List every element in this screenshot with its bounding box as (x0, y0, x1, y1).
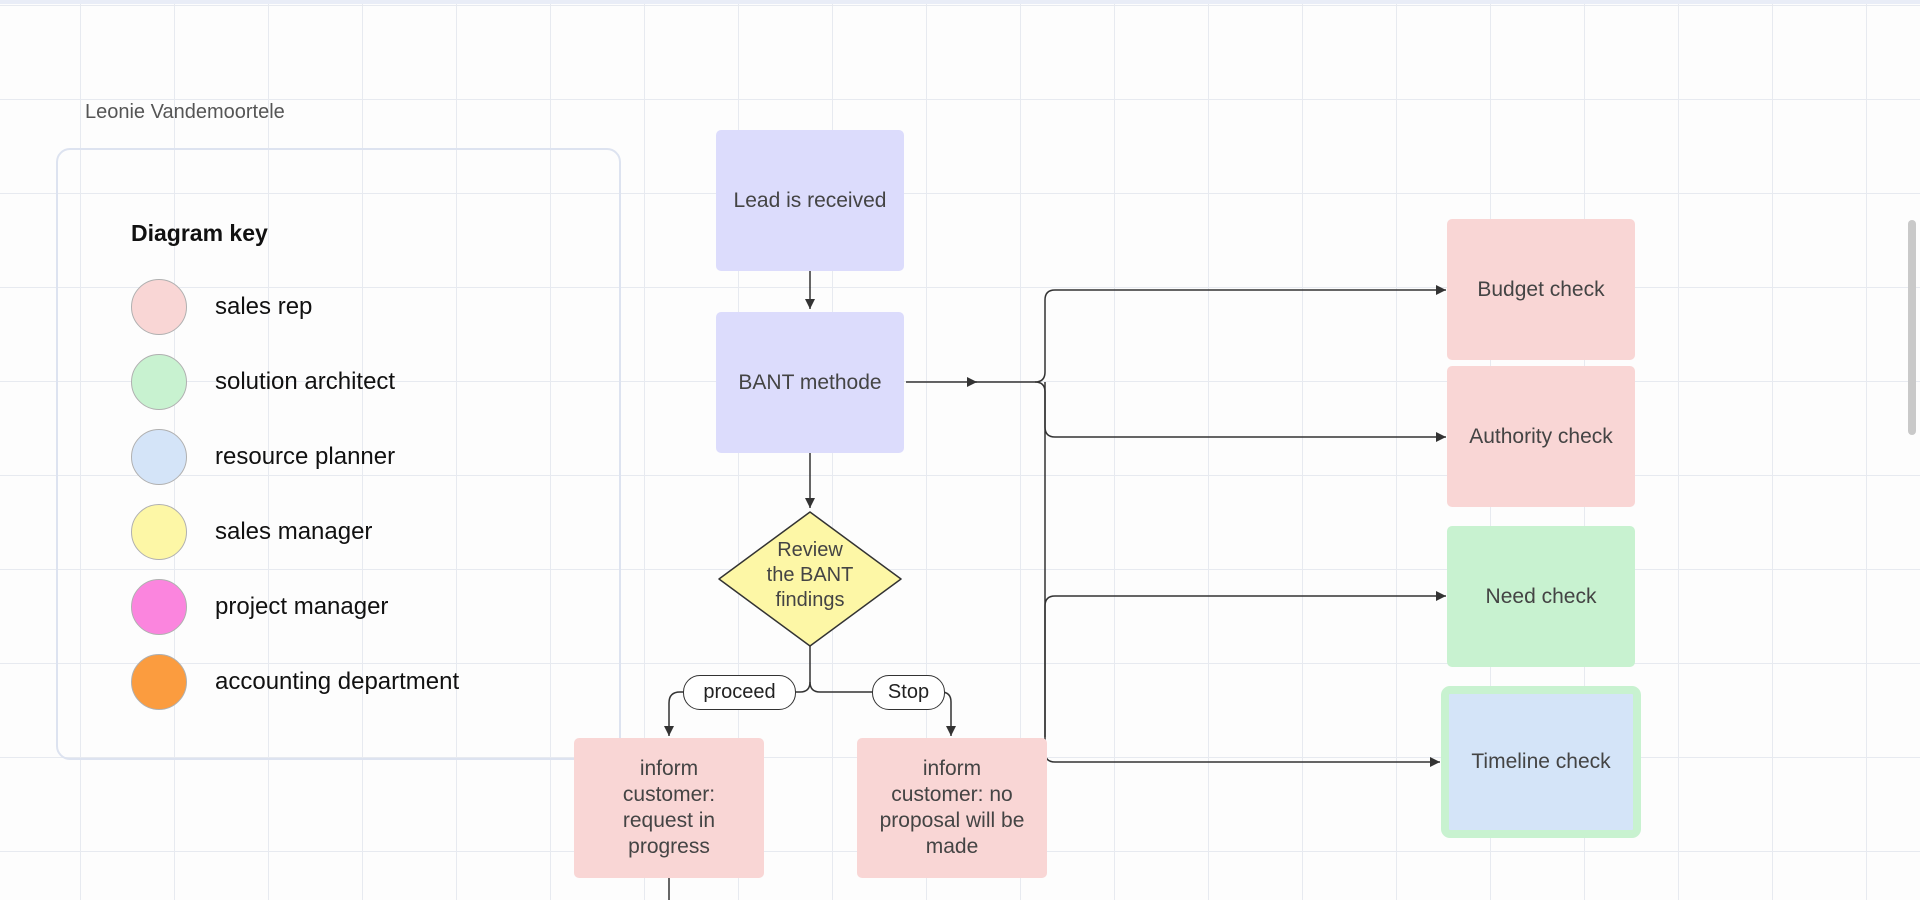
key-item-resource-planner[interactable]: resource planner (131, 429, 395, 485)
node-bant-methode[interactable]: BANT methode (716, 312, 904, 453)
key-item-label: solution architect (215, 368, 396, 395)
node-label: Review the BANT findings (766, 539, 854, 611)
connector-to-authority (1034, 381, 1446, 442)
node-authority-check[interactable]: Authority check (1447, 366, 1635, 507)
node-timeline-check[interactable]: Timeline check (1441, 686, 1641, 838)
key-item-sales-rep[interactable]: sales rep (131, 279, 312, 335)
node-label: BANT methode (738, 370, 882, 394)
key-item-label: accounting department (215, 668, 460, 695)
board-author-label: Leonie Vandemoortele (85, 101, 285, 123)
node-label: Timeline check (1471, 750, 1611, 773)
node-lead-received[interactable]: Lead is received (716, 130, 904, 271)
connector-to-budget (975, 285, 1446, 383)
resource-planner-swatch (131, 429, 187, 485)
accounting-department-swatch (131, 654, 187, 710)
node-inform-no-proposal[interactable]: inform customer: no proposal will be mad… (857, 738, 1047, 878)
key-item-label: project manager (215, 593, 389, 620)
node-label: Lead is received (733, 188, 887, 212)
key-item-sales-manager[interactable]: sales manager (131, 504, 372, 560)
node-label: Need check (1485, 584, 1597, 608)
project-manager-swatch (131, 579, 187, 635)
node-label: Authority check (1469, 424, 1613, 448)
review-diamond-shape (718, 511, 902, 647)
node-review-bant-findings[interactable]: Review the BANT findings (740, 538, 880, 613)
edge-label-text: Stop (887, 681, 930, 703)
node-budget-check[interactable]: Budget check (1447, 219, 1635, 360)
node-label: Budget check (1477, 277, 1605, 301)
key-item-accounting-department[interactable]: accounting department (131, 654, 459, 710)
key-item-solution-architect[interactable]: solution architect (131, 354, 395, 410)
top-border (0, 0, 1920, 4)
key-item-label: sales manager (215, 518, 373, 545)
vertical-scrollbar[interactable] (1908, 220, 1916, 435)
connector-to-need (1044, 591, 1446, 737)
key-item-label: resource planner (215, 443, 396, 470)
diagram-key-title: Diagram key (131, 220, 268, 246)
connector-to-timeline (1044, 382, 1440, 767)
edge-label-text: proceed (703, 681, 776, 703)
node-label: inform customer: request in progress (622, 757, 716, 858)
sales-rep-swatch (131, 279, 187, 335)
node-inform-request-in-progress[interactable]: inform customer: request in progress (574, 738, 764, 878)
sales-manager-swatch (131, 504, 187, 560)
key-item-label: sales rep (215, 293, 313, 320)
edge-label-proceed[interactable]: proceed (683, 675, 796, 710)
solution-architect-swatch (131, 354, 187, 410)
diagram-key-frame[interactable] (56, 148, 621, 760)
edge-label-stop[interactable]: Stop (872, 675, 945, 710)
node-label: inform customer: no proposal will be mad… (879, 757, 1025, 858)
key-item-project-manager[interactable]: project manager (131, 579, 388, 635)
node-need-check[interactable]: Need check (1447, 526, 1635, 667)
